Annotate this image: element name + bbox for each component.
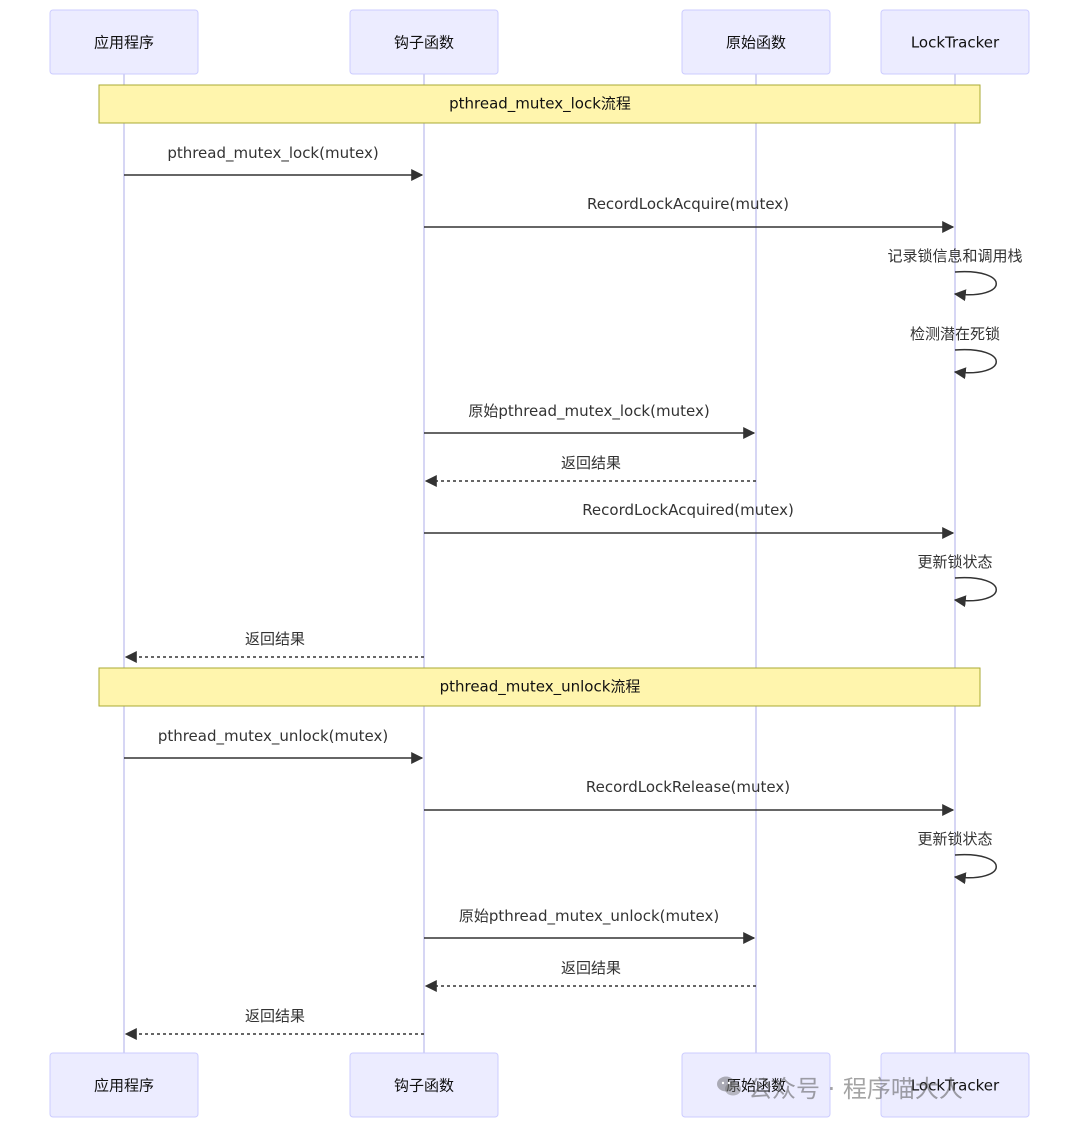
participant-tracker-bottom: LockTracker (880, 1052, 1030, 1118)
message-label: 检测潜在死锁 (910, 325, 1000, 343)
message-label: 原始pthread_mutex_lock(mutex) (468, 402, 709, 421)
participant-app-bottom: 应用程序 (49, 1052, 199, 1118)
participant-label: LockTracker (911, 34, 1000, 52)
participant-hook-bottom: 钩子函数 (349, 1052, 499, 1118)
message-label: 返回结果 (561, 454, 621, 472)
message-label: RecordLockAcquired(mutex) (582, 501, 794, 519)
participant-orig-bottom: 原始函数 (681, 1052, 831, 1118)
message-label: pthread_mutex_unlock(mutex) (158, 727, 388, 746)
message-label: pthread_mutex_lock(mutex) (167, 144, 378, 163)
participant-label: 应用程序 (94, 34, 154, 52)
section-label: pthread_mutex_unlock流程 (440, 678, 641, 697)
participant-label: 钩子函数 (394, 34, 454, 52)
message-return-from-original-unlock: 返回结果 (424, 959, 756, 992)
message-self-update-state: 更新锁状态 (917, 553, 997, 608)
participant-label: 应用程序 (94, 1077, 154, 1095)
message-original-lock: 原始pthread_mutex_lock(mutex) (424, 402, 756, 439)
participant-orig-top: 原始函数 (681, 9, 831, 75)
message-record-lock-release: RecordLockRelease(mutex) (424, 778, 955, 816)
message-label: RecordLockRelease(mutex) (586, 778, 790, 796)
section-note-lock: pthread_mutex_lock流程 (98, 84, 981, 124)
participant-label: 原始函数 (726, 34, 786, 52)
message-label: 更新锁状态 (917, 830, 992, 848)
message-original-unlock: 原始pthread_mutex_unlock(mutex) (424, 907, 756, 944)
participant-tracker-top: LockTracker (880, 9, 1030, 75)
participant-label: 原始函数 (726, 1077, 786, 1095)
message-return-to-app-lock: 返回结果 (124, 630, 424, 663)
message-self-record-info: 记录锁信息和调用栈 (887, 247, 1023, 302)
participant-hook-top: 钩子函数 (349, 9, 499, 75)
message-label: 记录锁信息和调用栈 (887, 247, 1022, 265)
message-record-lock-acquired: RecordLockAcquired(mutex) (424, 501, 955, 539)
message-lock-call: pthread_mutex_lock(mutex) (124, 144, 424, 181)
message-label: RecordLockAcquire(mutex) (587, 195, 789, 213)
section-label: pthread_mutex_lock流程 (449, 95, 631, 114)
message-self-detect-deadlock: 检测潜在死锁 (910, 325, 1000, 380)
participant-label: LockTracker (911, 1077, 1000, 1095)
message-label: 更新锁状态 (917, 553, 992, 571)
message-label: 返回结果 (245, 630, 305, 648)
message-record-lock-acquire: RecordLockAcquire(mutex) (424, 195, 955, 233)
message-label: 原始pthread_mutex_unlock(mutex) (459, 907, 719, 926)
message-label: 返回结果 (561, 959, 621, 977)
message-unlock-call: pthread_mutex_unlock(mutex) (124, 727, 424, 764)
participant-label: 钩子函数 (394, 1077, 454, 1095)
message-return-from-original-lock: 返回结果 (424, 454, 756, 487)
section-note-unlock: pthread_mutex_unlock流程 (98, 667, 981, 707)
message-self-update-state-2: 更新锁状态 (917, 830, 997, 885)
participant-app-top: 应用程序 (49, 9, 199, 75)
message-return-to-app-unlock: 返回结果 (124, 1007, 424, 1040)
message-label: 返回结果 (245, 1007, 305, 1025)
